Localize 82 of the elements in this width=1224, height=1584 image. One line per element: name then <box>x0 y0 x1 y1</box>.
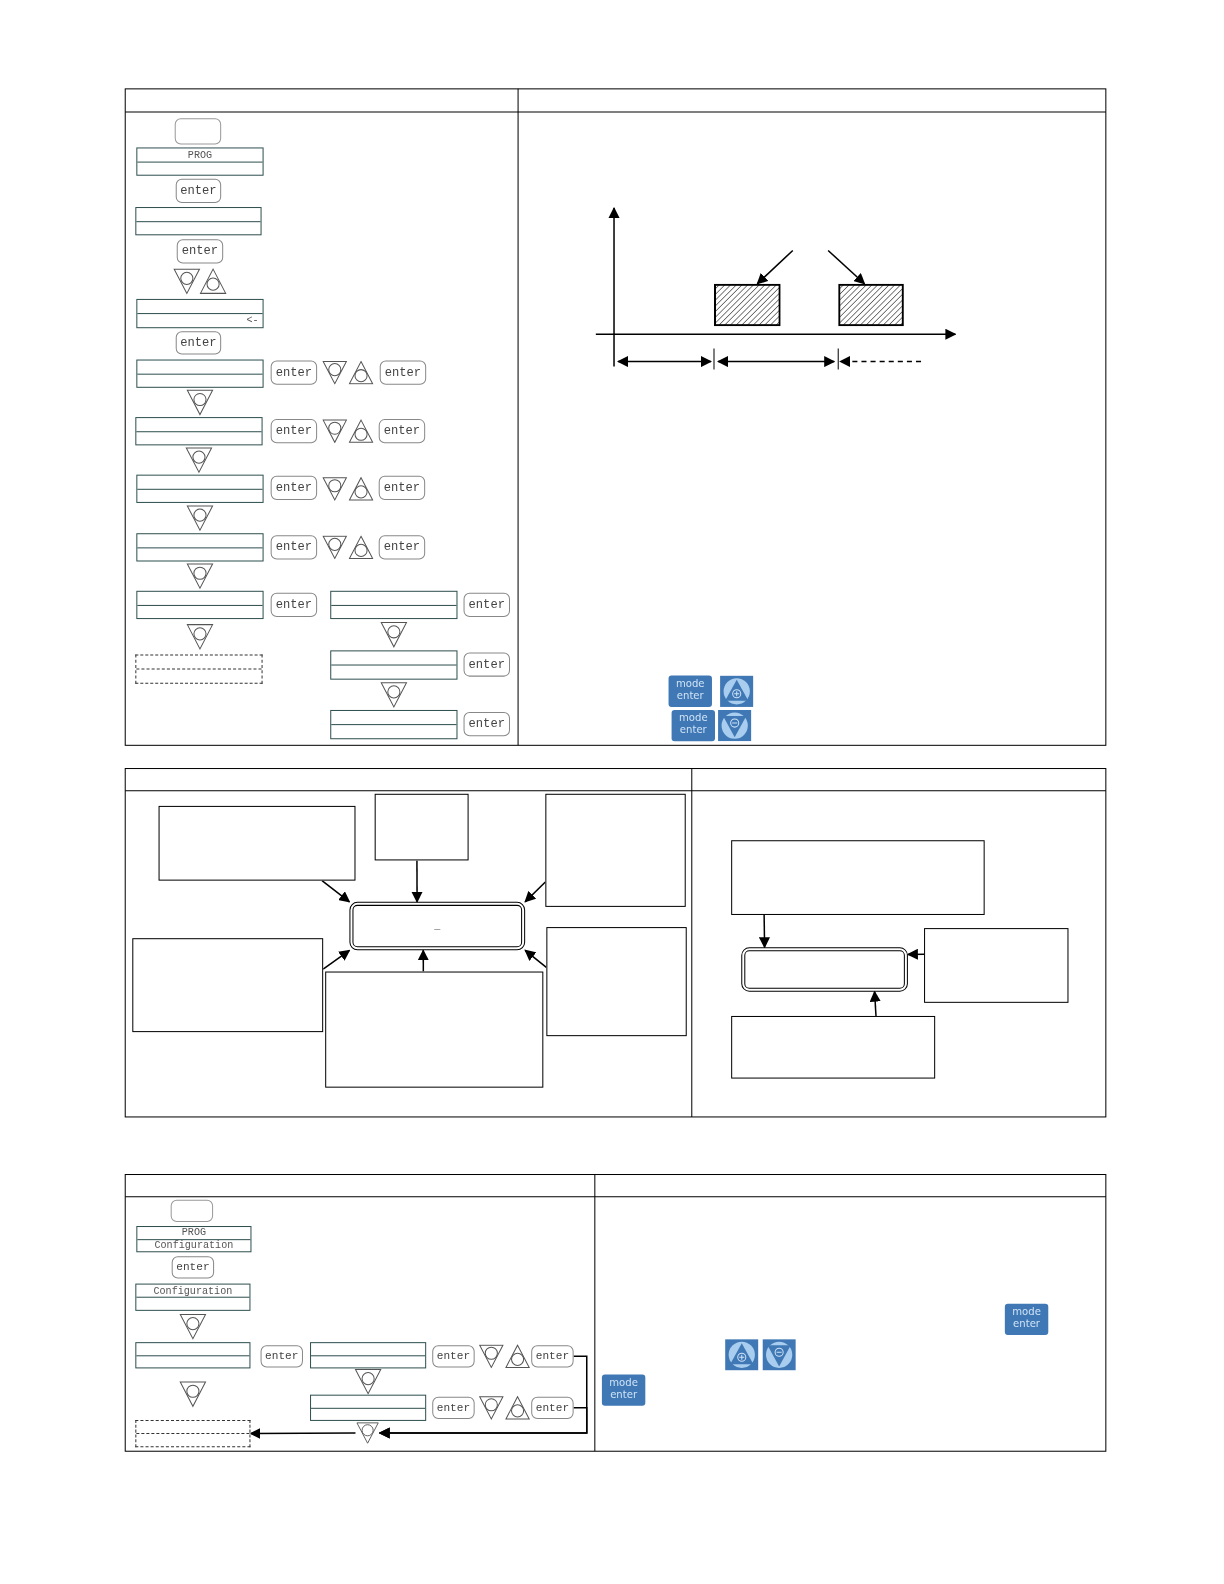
enter-key: enter <box>432 1345 475 1368</box>
lcd-display <box>135 1419 251 1448</box>
lcd-display <box>135 1342 251 1369</box>
lcd-display <box>330 650 458 680</box>
mode-enter-key: mode enter <box>1004 1303 1049 1336</box>
display-frame <box>349 901 526 951</box>
enter-key: enter <box>270 535 318 560</box>
down-triangle-arrow <box>354 1368 382 1395</box>
down-triangle-arrow <box>186 624 214 650</box>
callout-box <box>731 840 985 915</box>
enter-key: enter <box>531 1396 574 1419</box>
blank-key <box>170 1199 214 1222</box>
enter-key: enter <box>175 178 222 203</box>
blank-key <box>174 118 222 145</box>
arrow <box>906 948 925 960</box>
down-triangle-symbol <box>355 1421 380 1445</box>
arrow <box>322 949 351 970</box>
mode-enter-key: mode enter <box>601 1374 646 1406</box>
callout-box <box>924 928 1069 1003</box>
arrow <box>378 1407 588 1439</box>
lcd-display <box>135 1283 251 1311</box>
callout-box <box>731 1015 936 1079</box>
enter-key: enter <box>463 592 510 618</box>
lcd-display <box>330 590 458 620</box>
enter-key: enter <box>378 475 426 500</box>
arrow <box>411 859 423 903</box>
down-triangle-arrow <box>186 563 214 590</box>
callout-box <box>132 938 324 1033</box>
display-text: <- <box>246 315 259 327</box>
lcd-display <box>136 298 264 329</box>
display-text: PROG <box>181 1227 206 1239</box>
display-frame <box>741 947 908 992</box>
mode-enter-key: mode enter <box>671 709 715 742</box>
callout-box <box>325 971 544 1088</box>
enter-key: enter <box>378 535 426 560</box>
up-triangle-arrow <box>199 268 227 294</box>
enter-key: enter <box>176 239 224 264</box>
hatched-bar <box>838 283 904 327</box>
display-text: PROG <box>187 149 213 161</box>
mode-enter-key: mode enter <box>668 675 712 707</box>
down-triangle-arrow <box>380 622 408 648</box>
arrow <box>827 249 866 285</box>
lcd-display <box>136 1226 252 1253</box>
enter-key: enter <box>432 1396 475 1419</box>
arrow <box>756 249 794 285</box>
enter-key: enter <box>175 331 222 355</box>
enter-key: enter <box>260 1345 303 1368</box>
display-text: Configuration <box>153 1285 233 1297</box>
display-text: _ <box>434 920 441 932</box>
hatched-bar <box>714 283 781 327</box>
callout-box <box>545 793 686 907</box>
enter-key: enter <box>270 475 318 500</box>
arrow <box>869 990 881 1017</box>
arrow <box>321 879 351 903</box>
enter-key: enter <box>379 360 427 385</box>
display-text: Configuration <box>154 1239 234 1251</box>
enter-key: enter <box>270 360 318 385</box>
down-triangle-arrow <box>186 505 214 532</box>
callout-box <box>546 927 687 1037</box>
lcd-display <box>135 654 263 684</box>
callout-box <box>158 805 356 881</box>
enter-key: enter <box>463 652 510 677</box>
enter-key: enter <box>463 712 510 737</box>
down-triangle-arrow <box>186 389 214 416</box>
enter-key: enter <box>378 419 426 444</box>
enter-key: enter <box>531 1345 574 1368</box>
arrow <box>417 949 429 973</box>
arrow <box>524 881 547 903</box>
enter-key: enter <box>270 419 318 444</box>
enter-key: enter <box>270 592 318 618</box>
down-triangle-arrow <box>185 447 213 474</box>
down-triangle-arrow <box>380 682 408 709</box>
arrow <box>249 1427 357 1440</box>
arrow <box>758 914 770 949</box>
arrow <box>524 949 548 969</box>
lcd-display <box>136 147 264 176</box>
down-triangle-arrow <box>179 1313 207 1340</box>
lcd-display <box>135 207 262 236</box>
down-triangle-arrow <box>173 268 201 295</box>
callout-box <box>374 793 469 861</box>
enter-key: enter <box>171 1256 215 1279</box>
down-triangle-arrow <box>179 1381 207 1408</box>
